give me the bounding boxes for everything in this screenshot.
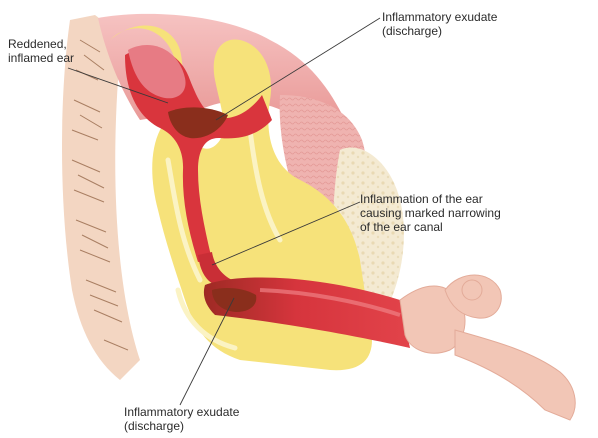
label-reddened-ear: Reddened, inflamed ear: [8, 37, 74, 65]
label-line: Reddened,: [8, 37, 74, 51]
label-canal-narrowing: Inflammation of the ear causing marked n…: [360, 192, 501, 234]
label-exudate-bottom: Inflammatory exudate (discharge): [124, 405, 239, 433]
label-line: Inflammatory exudate: [124, 405, 239, 419]
label-line: (discharge): [124, 419, 239, 433]
label-line: inflamed ear: [8, 51, 74, 65]
label-line: of the ear canal: [360, 220, 501, 234]
label-line: causing marked narrowing: [360, 206, 501, 220]
label-exudate-top: Inflammatory exudate (discharge): [382, 10, 497, 38]
label-line: Inflammation of the ear: [360, 192, 501, 206]
middle-ear: [400, 275, 575, 420]
label-line: (discharge): [382, 24, 497, 38]
label-line: Inflammatory exudate: [382, 10, 497, 24]
